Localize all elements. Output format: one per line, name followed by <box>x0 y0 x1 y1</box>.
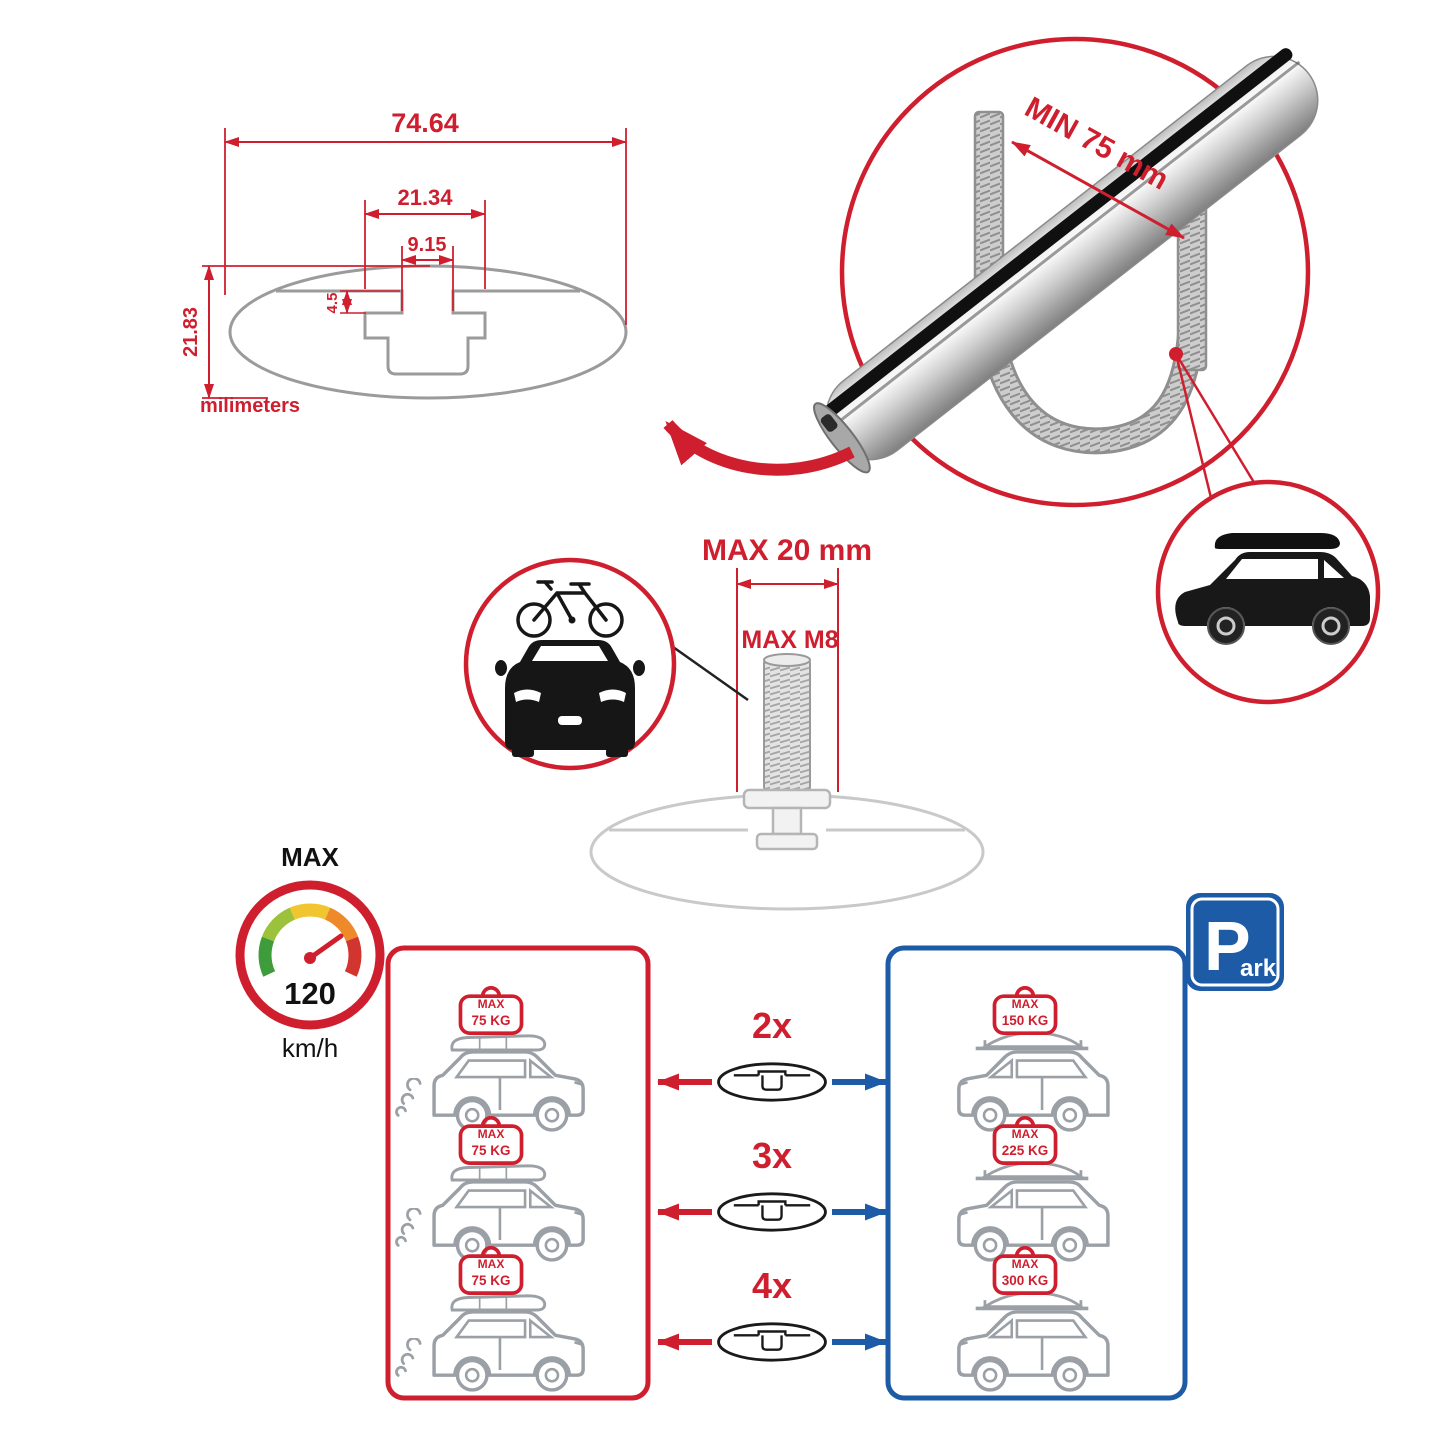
multiplier-row-2: 3x <box>657 1135 887 1232</box>
load-tag-max: MAX <box>478 1127 505 1141</box>
load-tag-kg: 75 KG <box>471 1013 510 1028</box>
units-label: milimeters <box>200 395 300 417</box>
left-car-row-3: MAX 75 KG <box>395 1245 585 1392</box>
cross-section-drawing: 74.64 21.34 9.15 4.5 21.83 milimeters <box>180 108 628 417</box>
threaded-bolt <box>763 659 811 791</box>
right-car-row-2: MAX 225 KG <box>957 1115 1110 1262</box>
speed-value: 120 <box>284 976 336 1011</box>
crossbar-profile-icon <box>717 1062 827 1102</box>
right-park-panel: MAX 150 KG MAX 225 KG MAX 300 KG <box>885 945 1188 1401</box>
load-tag-kg: 75 KG <box>471 1143 510 1158</box>
load-tag-max: MAX <box>1012 1257 1039 1271</box>
park-letter: P <box>1204 907 1251 985</box>
dim-height-total: 21.83 <box>180 307 202 357</box>
multiplier-row-3: 4x <box>657 1265 887 1362</box>
load-tag-kg: 75 KG <box>471 1273 510 1288</box>
profile-slot-outline <box>276 289 580 376</box>
bike-car-circle <box>463 557 749 771</box>
dim-lip-depth: 4.5 <box>324 293 341 314</box>
suv-with-roofbox <box>1175 533 1370 645</box>
roofbox-car-circle <box>1155 479 1381 705</box>
park-sign: P ark <box>1186 893 1284 991</box>
load-tag-max: MAX <box>1012 1127 1039 1141</box>
left-car-row-1: MAX 75 KG <box>395 985 585 1132</box>
bolt-detail: MAX 20 mm MAX M8 <box>589 534 985 911</box>
crossbar-detail-circle: MIN 75 mm <box>813 36 1319 508</box>
crossbar-profile-icon <box>717 1192 827 1232</box>
right-car-row-1: MAX 150 KG <box>957 985 1110 1132</box>
dim-slot-inner: 9.15 <box>408 234 447 256</box>
park-rest: ark <box>1240 955 1277 982</box>
multiplier-label: 4x <box>752 1265 792 1306</box>
speedometer: MAX 120 km/h <box>235 842 385 1063</box>
bolt-width-label: MAX 20 mm <box>702 534 872 567</box>
multiplier-label: 3x <box>752 1135 792 1176</box>
load-tag-max: MAX <box>478 1257 505 1271</box>
speed-title: MAX <box>281 842 339 872</box>
min-clamp-arrow <box>1011 140 1185 240</box>
load-tag-kg: 150 KG <box>1002 1013 1049 1028</box>
profile-ellipse <box>228 264 628 400</box>
connector-arrow <box>663 419 855 476</box>
right-car-row-3: MAX 300 KG <box>957 1245 1110 1392</box>
multiplier-label: 2x <box>752 1005 792 1046</box>
crossbar-profile-icon <box>717 1322 827 1362</box>
load-tag-kg: 225 KG <box>1002 1143 1049 1158</box>
bike-icon <box>516 580 624 638</box>
load-tag-kg: 300 KG <box>1002 1273 1049 1288</box>
dim-total-width: 74.64 <box>391 108 459 138</box>
left-car-row-2: MAX 75 KG <box>395 1115 585 1262</box>
multiplier-column: 2x 3x 4x <box>657 1005 887 1362</box>
dim-slot-outer: 21.34 <box>397 185 453 210</box>
speedo-gauge-arc <box>258 903 362 977</box>
multiplier-row-1: 2x <box>657 1005 887 1102</box>
speed-units: km/h <box>282 1033 338 1063</box>
load-tag-max: MAX <box>1012 997 1039 1011</box>
speedo-needle <box>307 933 344 961</box>
bolt-thread-label: MAX M8 <box>741 626 838 654</box>
car-front-icon <box>495 640 645 757</box>
load-tag-max: MAX <box>478 997 505 1011</box>
left-speed-panel: MAX 75 KG MAX 75 KG MAX 75 KG <box>385 945 651 1401</box>
